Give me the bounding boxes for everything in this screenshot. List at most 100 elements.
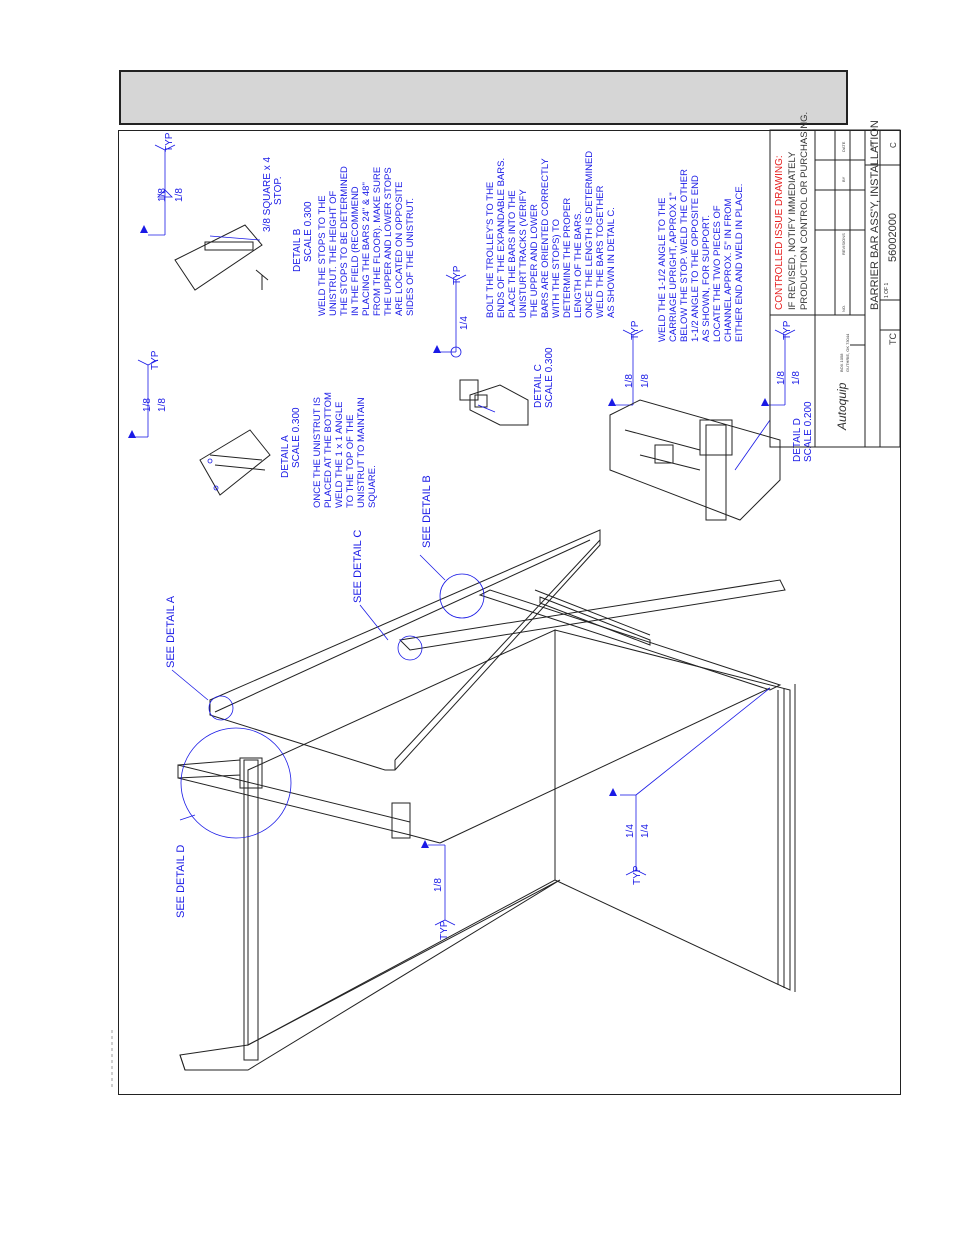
weld-size: 1/8 [640, 374, 651, 388]
detail-c-circle [397, 635, 423, 661]
detail-b-line: IN THE FIELD (RECOMMEND [350, 186, 361, 316]
weld-size: 1/8 [142, 398, 153, 412]
date-label: DATE [841, 141, 846, 152]
weld-symbol-detail-d-top: 1/8 1/8 TYP [608, 320, 651, 406]
detail-c-notes: DETAIL C SCALE 0.300 BOLT THE TROLLEY'S … [485, 151, 617, 408]
weld-symbol-detail-c: 1/4 TYP [433, 265, 470, 358]
drawing-title: BARRIER BAR ASS'Y, INSTALLATION [869, 120, 881, 310]
weld-size: 1/8 [433, 878, 444, 892]
weld-size: 1/4 [640, 824, 651, 838]
sheet-number: 1 OF 1 [884, 282, 890, 298]
detail-c-title: DETAIL C [533, 364, 544, 408]
weld-typ: TYP [632, 865, 643, 885]
detail-d-line: WELD THE 1-1/2 ANGLE TO THE [657, 198, 668, 343]
detail-d-circle [180, 727, 292, 839]
detail-c-line: BARS ARE ORIENTED CORRECTLY [540, 158, 551, 318]
detail-b-title: DETAIL B [292, 228, 303, 272]
drawing-frame [118, 130, 901, 1095]
rev-value: C [889, 142, 898, 148]
weld-size: 1/8 [776, 371, 787, 385]
weld-typ: TYP [439, 920, 450, 940]
rev-label: REV [870, 141, 875, 150]
detail-b-sketch [174, 224, 269, 291]
detail-b-notes: 3/8 SQUARE x 4 STOP. DETAIL B SCALE 0.30… [262, 157, 416, 316]
detail-d-line: LOCATE THE TWO PIECES OF [712, 205, 723, 342]
detail-c-line: ENDS OF THE EXPANDABLE BARS. [496, 158, 507, 318]
see-detail-a: SEE DETAIL A [165, 595, 177, 668]
detail-a-line: TO THE TOP OF THE [345, 415, 356, 508]
detail-c-line: LENGTH OF THE BARS. [573, 211, 584, 318]
no-label: NO. [841, 305, 846, 312]
see-detail-c: SEE DETAIL C [352, 530, 364, 603]
detail-d-line: CHANNEL APPROX. 5" IN FROM [723, 198, 734, 342]
detail-a-notes: DETAIL A SCALE 0.300 ONCE THE UNISTRUT I… [280, 392, 378, 508]
detail-b-line: THE UPPER AND LOWER STOPS [383, 167, 394, 316]
detail-d-line: 1-1/2 ANGLE TO THE OPPOSITE END [690, 175, 701, 342]
revisions-label: REVISIONS [841, 233, 846, 255]
weld-symbol-panel-left: 1/8 TYP [421, 840, 456, 940]
detail-d-scale: SCALE 0.200 [803, 401, 814, 462]
weld-size: 1/8 [791, 371, 802, 385]
weld-size: 1/4 [625, 824, 636, 838]
detail-b-line: SIDES OF THE UNISTRUT. [405, 198, 416, 316]
weld-size: 1/8 [157, 188, 168, 202]
detail-a-line: ONCE THE UNISTRUT IS [312, 397, 323, 508]
by-label: BY [841, 176, 846, 182]
detail-c-line: BOLT THE TROLLEY'S TO THE [485, 182, 496, 318]
detail-b-line: UNISTRUT. THE HEIGHT OF [328, 191, 339, 316]
detail-b-line: FROM THE FLOOR). MAKE SURE [372, 167, 383, 316]
weld-symbol-top-left: 1/8 1/8 TYP [140, 132, 185, 236]
drawn-by: TC [888, 333, 898, 345]
weld-size: 1/8 [624, 374, 635, 388]
detail-c-line: DETERMINE THE PROPER [562, 198, 573, 318]
part-number: 56002000 [887, 213, 899, 262]
detail-b-line: THE STOPS TO BE DETERMINED [339, 166, 350, 316]
weld-size: 1/4 [459, 316, 470, 330]
weld-size: 1/8 [174, 188, 185, 202]
detail-d-sketch [609, 399, 781, 521]
detail-a-line: PLACED AT THE BOTTOM [323, 392, 334, 508]
detail-b-line: WELD THE STOPS TO THE [317, 195, 328, 316]
revise-notice-line-1: IF REVISED, NOTIFY IMMEDIATELY [787, 151, 798, 310]
detail-d-line: BELOW THE STOP. WELD THE OTHER [679, 169, 690, 342]
weld-symbol-detail-a: 1/8 1/8 TYP [128, 350, 168, 438]
header-banner [119, 70, 848, 125]
detail-c-sketch [459, 379, 529, 426]
detail-c-line: AS SHOWN IN DETAIL C. [606, 207, 617, 318]
detail-b-stop-label: 3/8 SQUARE x 4 [262, 157, 273, 232]
weld-symbol-panel-mid: 1/4 1/4 TYP [609, 687, 771, 885]
detail-d-notes: DETAIL D SCALE 0.200 WELD THE 1-1/2 ANGL… [657, 169, 814, 462]
detail-a-line: UNISTRUT TO MAINTAIN [356, 397, 367, 508]
detail-d-line: CARRIAGE UPRIGHT, APPROX 1" [668, 192, 679, 342]
main-assembly [177, 529, 796, 1071]
company-address: BOX 1058 [839, 353, 844, 372]
weld-typ: TYP [150, 350, 161, 370]
revise-notice-line-2: PRODUCTION CONTROL OR PURCHASING. [799, 112, 810, 310]
detail-a-sketch [199, 429, 271, 496]
detail-c-scale: SCALE 0.300 [544, 347, 555, 408]
detail-b-scale: SCALE 0.300 [303, 201, 314, 262]
see-detail-d: SEE DETAIL D [175, 845, 187, 918]
detail-d-line: EITHER END AND WELD IN PLACE. [734, 184, 745, 342]
detail-c-line: WELD THE BARS TOGETHER [595, 185, 606, 318]
detail-b-stop-label-2: STOP. [273, 176, 284, 205]
weld-typ: TYP [164, 132, 175, 152]
detail-b-circle [439, 573, 485, 619]
weld-typ: TYP [452, 265, 463, 285]
detail-c-line: PLACE THE BARS INTO THE [507, 190, 518, 318]
detail-a-line: SQUARE. [367, 465, 378, 508]
detail-c-line: ONCE THE LENGTH IS DETERMINED [584, 151, 595, 318]
detail-c-line: UNISTURT TRACKS (VERIFY [518, 189, 529, 318]
weld-size: 1/8 [157, 398, 168, 412]
detail-b-line: PLACING THE BARS 24" & 48" [361, 182, 372, 316]
detail-a-scale: SCALE 0.300 [291, 407, 302, 468]
detail-a-title: DETAIL A [280, 435, 291, 478]
detail-c-line: WITH THE STOPS) TO [551, 219, 562, 318]
controlled-issue-label: CONTROLLED ISSUE DRAWING: [774, 155, 785, 310]
company-city: GUTHRIE, OK 73044 [845, 333, 850, 372]
title-block: CONTROLLED ISSUE DRAWING: IF REVISED, NO… [769, 112, 901, 448]
weld-typ: TYP [630, 320, 641, 340]
detail-a-line: WELD THE 1 x 1 ANGLE [334, 402, 345, 508]
detail-c-line: THE UPPER AND LOWER [529, 204, 540, 318]
